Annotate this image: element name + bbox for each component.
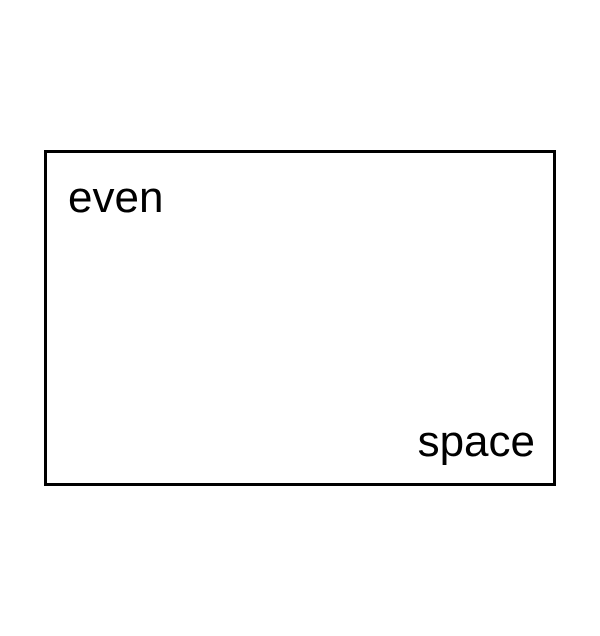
bordered-box: even space <box>44 150 556 486</box>
label-even: even <box>68 173 164 222</box>
label-space: space <box>417 417 535 466</box>
